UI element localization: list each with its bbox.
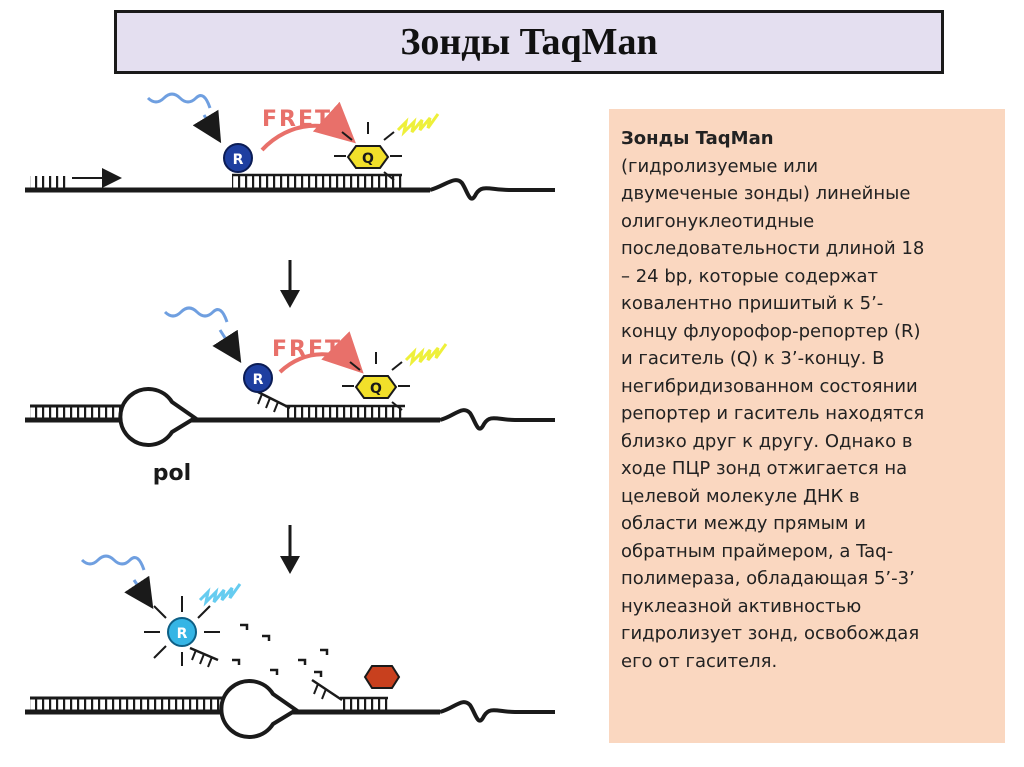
emission-wave-free <box>198 583 242 607</box>
step-arrow-1 <box>280 260 300 308</box>
reporter-dye <box>223 143 253 173</box>
excitation-wave <box>146 92 212 109</box>
quencher-label: Q <box>362 151 374 167</box>
excitation-wave <box>163 306 229 323</box>
stage-3-probe-cleavage: R <box>25 554 555 739</box>
probe-teeth-bound <box>285 406 405 420</box>
reporter-label: R <box>233 152 244 168</box>
excitation-wave <box>80 554 146 571</box>
slide-title: Зонды TaqMan <box>400 21 658 63</box>
panel-heading: Зонды TaqMan <box>621 128 774 149</box>
quencher-dye-cleaved <box>363 665 401 689</box>
polymerase-label: pol <box>153 461 191 486</box>
reporter-dye <box>243 363 273 393</box>
description-panel: Зонды TaqMan (гидролизуемые или двумечен… <box>609 109 1005 743</box>
new-strand-teeth <box>30 698 258 712</box>
nucleotide-fragments <box>232 623 329 677</box>
reporter-label: R <box>177 626 188 642</box>
reporter-label: R <box>253 372 264 388</box>
title-box: Зонды TaqMan <box>114 10 944 74</box>
emission-wave <box>396 113 440 137</box>
stage-1-annealed-probe: R FRET Q <box>25 92 555 201</box>
template-strand-tail <box>439 700 555 723</box>
polymerase <box>219 679 300 739</box>
quencher-dye <box>354 375 398 399</box>
reporter-dye-free <box>167 617 197 647</box>
taqman-diagram: R FRET Q pol R FRET <box>25 92 555 739</box>
probe-teeth <box>232 175 402 190</box>
polymerase <box>118 387 199 447</box>
emission-wave <box>404 343 448 367</box>
template-strand-tail <box>429 178 555 201</box>
quencher-burst <box>342 352 410 411</box>
quencher-burst <box>334 122 402 181</box>
step-arrow-2 <box>280 525 300 574</box>
template-strand-tail <box>439 408 555 431</box>
quencher-label: Q <box>370 381 382 397</box>
stage-2-polymerase-approach: pol R FRET Q <box>25 306 555 486</box>
probe-remnant-teeth <box>340 698 388 712</box>
probe-flap <box>257 390 291 410</box>
panel-body: (гидролизуемые или двумеченые зонды) лин… <box>621 155 925 672</box>
reporter-burst <box>144 596 220 666</box>
quencher-dye <box>346 145 390 169</box>
primer-teeth <box>30 176 70 190</box>
